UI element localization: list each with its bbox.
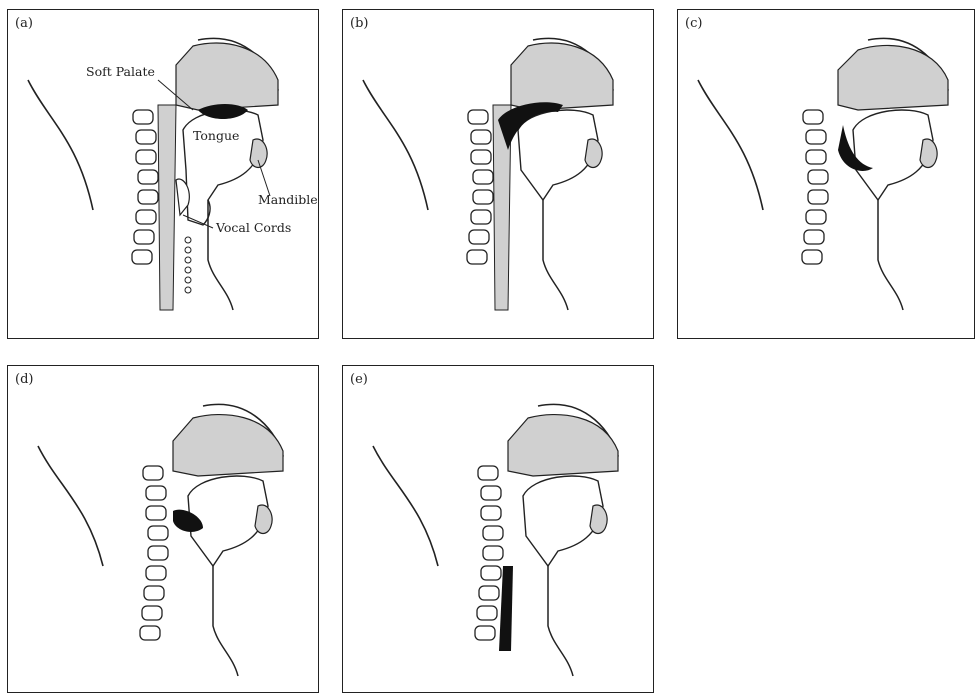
nasal-cavity	[176, 43, 278, 110]
anatomy-figure-d	[8, 366, 320, 694]
panel-b: (b)	[342, 9, 654, 339]
label-soft-palate: Soft Palate	[86, 64, 155, 79]
label-mandible: Mandible	[258, 192, 318, 207]
anatomy-figure-c	[678, 10, 975, 340]
anatomy-figure-a: Soft Palate Tongue Mandible Vocal Cords	[8, 10, 320, 340]
panel-d: (d)	[7, 365, 319, 693]
anatomy-figure-e	[343, 366, 655, 694]
label-tongue: Tongue	[193, 128, 239, 143]
panel-a: (a) Soft Palate Tongue Mandible	[7, 9, 319, 339]
bolus	[499, 566, 513, 651]
panel-e: (e)	[342, 365, 654, 693]
trachea-rings	[185, 237, 191, 293]
anatomy-figure-b	[343, 10, 655, 340]
panel-c: (c)	[677, 9, 975, 339]
spine-vertebrae	[132, 110, 158, 264]
label-vocal-cords: Vocal Cords	[215, 220, 291, 235]
pharynx-wall	[158, 105, 176, 310]
neck-front	[208, 200, 233, 310]
